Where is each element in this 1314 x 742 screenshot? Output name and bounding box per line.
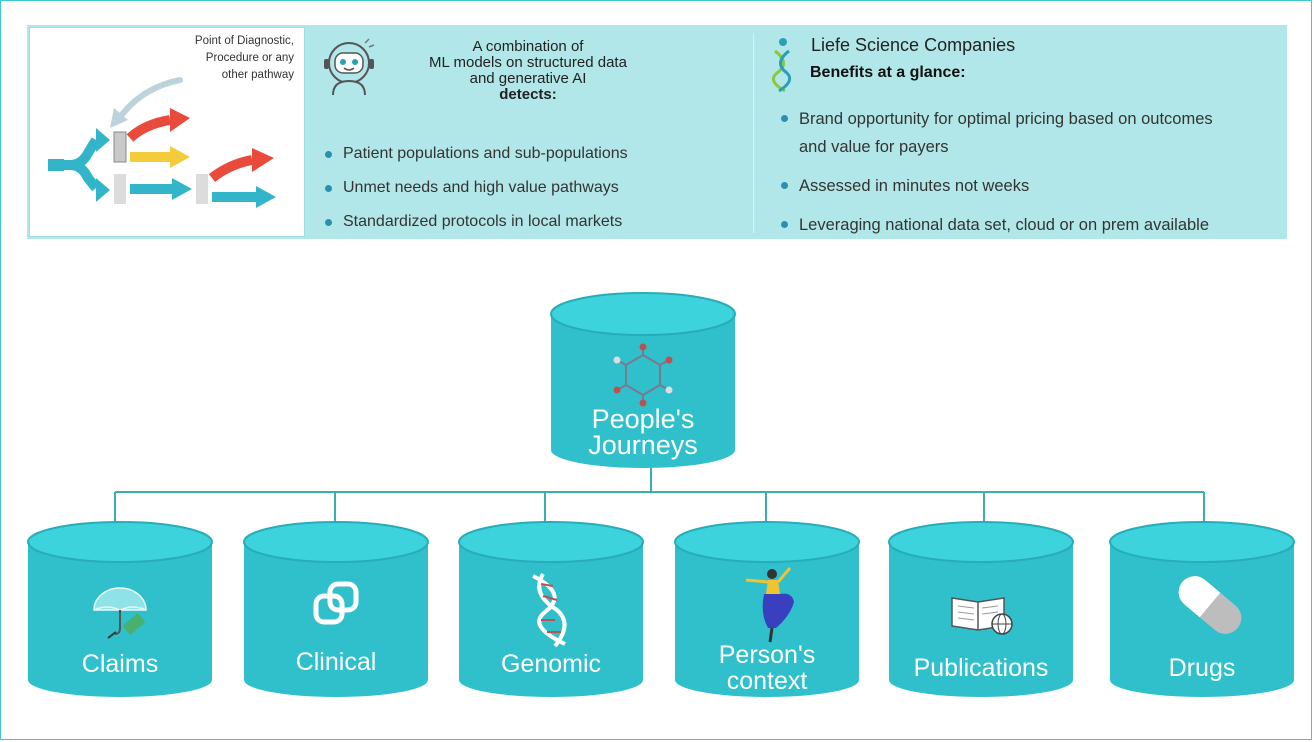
source-label-genomic: Genomic	[500, 650, 602, 678]
benefits-heading: Benefits at a glance:	[810, 64, 966, 81]
benefits-bullet-text: Brand opportunity for optimal pricing ba…	[799, 110, 1213, 156]
source-cylinder-drugs	[1109, 521, 1295, 697]
source-label-publications: Publications	[913, 654, 1049, 682]
bullet-dot	[325, 185, 332, 192]
molecule-icon	[613, 343, 673, 407]
list-item: Assessed in minutes not weeks	[781, 172, 1229, 200]
list-item: Unmet needs and high value pathways	[325, 177, 628, 211]
detection-panel: A combination of ML models on structured…	[307, 25, 753, 239]
list-item: Brand opportunity for optimal pricing ba…	[781, 105, 1229, 161]
hub-cylinder	[550, 292, 736, 468]
detection-heading-line3: and generative AI	[469, 70, 587, 87]
dancing-person-icon	[745, 567, 794, 643]
connector-lines	[114, 464, 1205, 525]
info-banner: Point of Diagnostic, Procedure or any ot…	[27, 25, 1287, 239]
detection-list: Patient populations and sub-populations …	[325, 143, 628, 245]
bullet-dot	[781, 221, 788, 228]
detection-heading: A combination of ML models on structured…	[403, 39, 653, 103]
bullet-dot	[781, 115, 788, 122]
pathway-arrows-illustration	[48, 77, 276, 208]
list-item: Leveraging national data set, cloud or o…	[781, 211, 1229, 239]
benefits-panel: Liefe Science Companies Benefits at a gl…	[755, 25, 1287, 239]
detection-bullet-text: Patient populations and sub-populations	[343, 145, 628, 162]
detection-bullet-text: Unmet needs and high value pathways	[343, 179, 619, 196]
hub-label: People's Journeys	[588, 404, 698, 460]
bullet-dot	[781, 182, 788, 189]
bullet-dot	[325, 219, 332, 226]
medical-cross-icon	[313, 581, 359, 625]
detection-heading-bold: detects:	[499, 86, 557, 103]
benefits-bullet-text: Leveraging national data set, cloud or o…	[799, 216, 1210, 234]
dna-helix-icon	[532, 572, 567, 648]
source-label-clinical: Clinical	[295, 648, 377, 676]
source-label-person-context: Person's context	[718, 641, 816, 695]
benefits-bullet-text: Assessed in minutes not weeks	[799, 177, 1030, 195]
pathway-caption: Point of Diagnostic, Procedure or any ot…	[194, 35, 294, 81]
detection-heading-line2: ML models on structured data	[429, 54, 627, 71]
benefits-list: Brand opportunity for optimal pricing ba…	[781, 105, 1229, 250]
dna-person-icon	[771, 38, 792, 93]
robot-icon	[324, 38, 375, 96]
detection-heading-line1: A combination of	[472, 38, 584, 55]
company-title: Liefe Science Companies	[811, 35, 1016, 55]
bullet-dot	[325, 151, 332, 158]
pathway-panel: Point of Diagnostic, Procedure or any ot…	[29, 27, 305, 237]
capsule-pill-icon	[1178, 576, 1242, 634]
umbrella-money-icon	[93, 587, 147, 639]
detection-bullet-text: Standardized protocols in local markets	[343, 213, 623, 230]
list-item: Standardized protocols in local markets	[325, 211, 628, 245]
source-label-claims: Claims	[81, 650, 159, 678]
source-label-drugs: Drugs	[1168, 654, 1236, 682]
panel-divider	[753, 33, 754, 233]
list-item: Patient populations and sub-populations	[325, 143, 628, 177]
book-globe-icon	[951, 597, 1013, 635]
